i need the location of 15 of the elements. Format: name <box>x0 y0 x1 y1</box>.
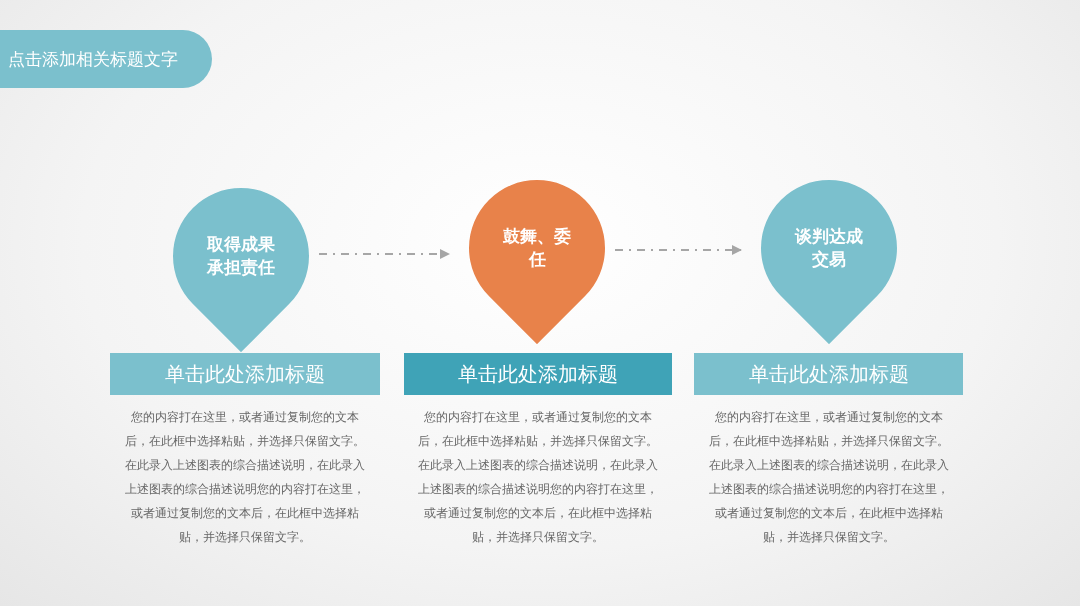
body-text: 您的内容打在这里，或者通过复制您的文本后，在此框中选择粘贴，并选择只保留文字。在此录入上述图表的综合描述说明，在此录入上述图表的综合描述说明您的内容打在这里，或者通过复制您的文本后，在此框中选择粘贴，并选择只保留文字。 <box>417 409 659 546</box>
body-text: 您的内容打在这里，或者通过复制您的文本后，在此框中选择粘贴，并选择只保留文字。在此录入上述图表的综合描述说明，在此录入上述图表的综合描述说明您的内容打在这里，或者通过复制您的文本后，在此框中选择粘贴，并选择只保留文字。 <box>124 409 366 546</box>
pin-marker <box>173 188 309 353</box>
heading-bar: 单击此处添加标题 <box>694 353 963 395</box>
body-text: 您的内容打在这里，或者通过复制您的文本后，在此框中选择粘贴，并选择只保留文字。在此录入上述图表的综合描述说明，在此录入上述图表的综合描述说明您的内容打在这里，或者通过复制您的文本后，在此框中选择粘贴，并选择只保留文字。 <box>708 409 950 546</box>
heading-bar: 单击此处添加标题 <box>110 353 380 395</box>
heading-bar: 单击此处添加标题 <box>404 353 672 395</box>
pin-label: 谈判达成交易 <box>793 225 864 271</box>
pin-marker <box>761 180 897 345</box>
pin-label: 鼓舞、委任 <box>502 225 572 271</box>
pin-label: 取得成果承担责任 <box>206 233 276 279</box>
pin-marker <box>469 180 605 345</box>
title-tab: 点击添加相关标题文字 <box>0 30 212 88</box>
arrow <box>318 249 450 259</box>
arrow <box>614 245 742 255</box>
